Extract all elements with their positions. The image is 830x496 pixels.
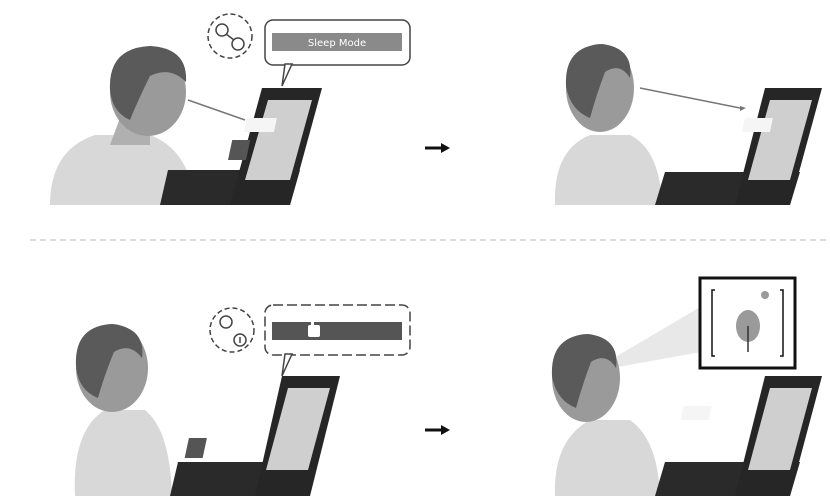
person bbox=[551, 334, 660, 496]
arrow-right-icon bbox=[425, 425, 450, 435]
gaze-line bbox=[187, 99, 246, 121]
arrow-right-icon bbox=[425, 143, 450, 153]
gaze-beam bbox=[590, 300, 712, 372]
laptop bbox=[170, 376, 340, 496]
panel-top-left: Sleep Mode bbox=[50, 13, 411, 205]
popup-bar bbox=[272, 322, 402, 340]
person bbox=[554, 44, 662, 205]
popup-text: Sleep Mode bbox=[308, 38, 366, 49]
person bbox=[74, 324, 172, 496]
gaze-line bbox=[639, 87, 741, 109]
laptop bbox=[160, 88, 322, 205]
laptop bbox=[655, 88, 822, 205]
popup-bubble: Sleep Mode bbox=[264, 19, 411, 87]
popup-bubble bbox=[264, 304, 411, 377]
laptop bbox=[655, 376, 822, 496]
clock-info-icon bbox=[209, 307, 255, 353]
panel-top-right bbox=[554, 44, 822, 205]
panel-bottom-left bbox=[74, 304, 411, 496]
settings-timer-icon bbox=[207, 13, 253, 59]
panel-bottom-right bbox=[551, 276, 822, 496]
tree-picture-icon bbox=[698, 276, 797, 370]
hand-cursor-icon bbox=[308, 320, 320, 337]
popup-bar bbox=[272, 33, 402, 51]
person bbox=[50, 46, 195, 205]
